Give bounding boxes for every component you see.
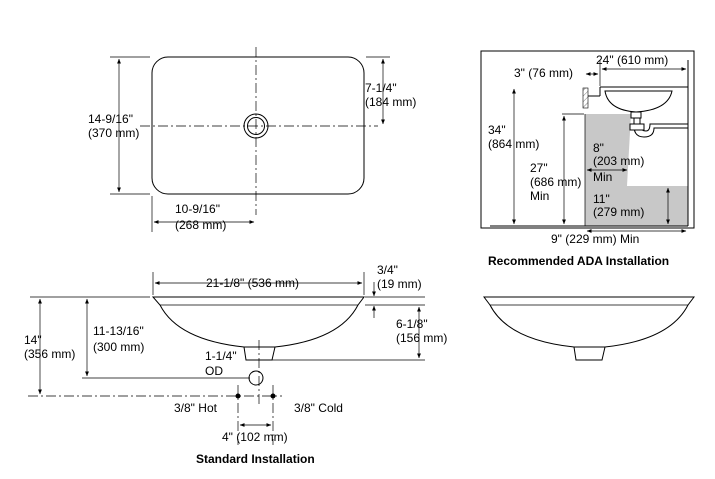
ada-basin bbox=[604, 90, 673, 113]
toe-depth-label-mm: (203 mm) bbox=[593, 154, 644, 168]
standard-installation: 21-1/8" (536 mm) 3/4" (19 mm) 6-1/8" (15… bbox=[24, 263, 447, 466]
floor-to-drain-label-in: 11-13/16" bbox=[93, 324, 144, 338]
drain-od-label: OD bbox=[205, 364, 223, 378]
standard-drain bbox=[243, 346, 276, 361]
side-drain bbox=[573, 346, 606, 361]
ada-frame bbox=[480, 50, 695, 229]
ada-caption: Recommended ADA Installation bbox=[488, 254, 669, 268]
knee-height-label-mm: (686 mm) bbox=[530, 175, 581, 189]
basin-depth-label-in: 6-1/8" bbox=[396, 317, 428, 331]
drain-offset-label-mm: (184 mm) bbox=[365, 95, 416, 109]
toe-height-label-in: 11" bbox=[593, 192, 610, 206]
drain-od-size-label: 1-1/4" bbox=[205, 349, 237, 363]
floor-to-rim-label-in: 14" bbox=[24, 333, 42, 347]
side-basin bbox=[483, 296, 695, 348]
drain-outer bbox=[243, 113, 269, 139]
rim-thickness-label-in: 3/4" bbox=[377, 263, 398, 277]
basin-depth-label-mm: (156 mm) bbox=[396, 331, 447, 345]
depth-label-in: 14-9/16" bbox=[88, 112, 133, 126]
cold-supply-marker bbox=[270, 393, 276, 399]
side-profile bbox=[483, 296, 695, 361]
overall-width-label: 21-1/8" (536 mm) bbox=[206, 276, 299, 290]
toe-depth-label-min: Min bbox=[593, 170, 612, 184]
drain-offset-label-in: 7-1/4" bbox=[365, 81, 397, 95]
drain-inner bbox=[247, 117, 265, 135]
half-width-label-mm: (268 mm) bbox=[175, 218, 226, 232]
ada-width-label: 24" (610 mm) bbox=[596, 53, 668, 67]
front-offset-label: 3" (76 mm) bbox=[514, 66, 573, 80]
knee-height-label-min: Min bbox=[530, 189, 549, 203]
standard-basin bbox=[151, 296, 365, 348]
knee-clearance-region bbox=[585, 114, 631, 186]
hot-supply-marker bbox=[235, 393, 241, 399]
toe-clearance-region bbox=[585, 186, 688, 226]
supply-spacing-label: 4" (102 mm) bbox=[222, 430, 288, 444]
floor-to-drain-label-mm: (300 mm) bbox=[93, 340, 144, 354]
knee-height-label-in: 27" bbox=[530, 161, 548, 175]
toe-depth-label-in: 8" bbox=[593, 141, 604, 155]
trap-nut bbox=[629, 123, 645, 131]
toe-clearance-label: 9" (229 mm) Min bbox=[551, 232, 639, 246]
ada-installation: 3" (76 mm) 24" (610 mm) 34" (864 mm) 27"… bbox=[480, 50, 695, 268]
depth-label-mm: (370 mm) bbox=[88, 126, 139, 140]
sink-outline-top bbox=[151, 56, 365, 195]
drain-pipe-od bbox=[248, 370, 264, 386]
p-trap-inner bbox=[639, 118, 688, 132]
cold-supply-label: 3/8" Cold bbox=[294, 401, 343, 415]
toe-height-label-mm: (279 mm) bbox=[593, 205, 644, 219]
wall-hatch bbox=[582, 87, 589, 109]
ada-drain bbox=[630, 111, 642, 119]
rim-thickness-label-mm: (19 mm) bbox=[377, 277, 422, 291]
floor-to-rim-label-mm: (356 mm) bbox=[24, 347, 75, 361]
hot-supply-label: 3/8" Hot bbox=[174, 401, 218, 415]
ada-height-label-in: 34" bbox=[488, 123, 506, 137]
top-view: 14-9/16" (370 mm) 7-1/4" (184 mm) 10-9/1… bbox=[88, 47, 416, 232]
ada-height-label-mm: (864 mm) bbox=[488, 137, 539, 151]
half-width-label-in: 10-9/16" bbox=[175, 202, 220, 216]
standard-caption: Standard Installation bbox=[196, 452, 315, 466]
